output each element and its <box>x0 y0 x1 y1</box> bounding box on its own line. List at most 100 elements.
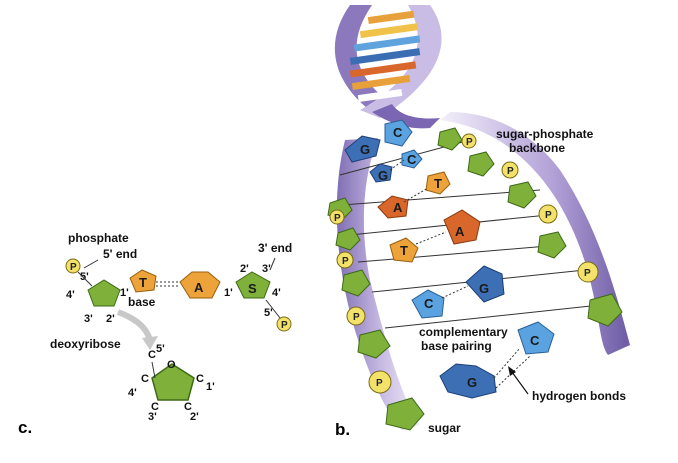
svg-text:P: P <box>353 312 360 323</box>
hydrogen-bonds-pointer <box>508 366 529 395</box>
svg-text:C: C <box>393 125 403 140</box>
phosphate-circle: P <box>336 251 354 269</box>
svg-text:3': 3' <box>148 411 157 423</box>
nucleotide-panel: phosphate 5' end P 5' 4' 1' 3' 2' T base… <box>18 231 292 437</box>
svg-text:2': 2' <box>106 313 115 325</box>
svg-text:4': 4' <box>66 289 75 301</box>
phosphate-circle: P <box>346 306 366 326</box>
svg-text:3': 3' <box>84 313 93 325</box>
label-complementary: complementary <box>419 325 508 339</box>
svg-text:C: C <box>196 373 204 385</box>
right-backbone-ribbon <box>440 112 630 355</box>
svg-text:P: P <box>507 166 514 177</box>
phosphate-circle: P <box>501 161 519 179</box>
base-pair-rungs: G C G C A T T <box>344 119 555 399</box>
svg-text:1': 1' <box>224 287 233 299</box>
phosphate-circle: P <box>65 258 81 274</box>
base-pair-3: T A <box>389 209 481 263</box>
svg-text:4': 4' <box>128 387 137 399</box>
base-pair-4: C G <box>411 265 505 319</box>
label-phosphate: phosphate <box>68 231 129 245</box>
svg-text:P: P <box>584 268 591 279</box>
svg-text:G: G <box>467 375 477 390</box>
sugar-pentagon <box>335 227 361 251</box>
base-pair-0: G C <box>344 119 413 163</box>
label-hydrogen-bonds: hydrogen bonds <box>532 389 626 403</box>
sugar-pentagon <box>341 269 371 297</box>
svg-text:T: T <box>400 243 408 258</box>
svg-text:P: P <box>70 262 77 273</box>
panel-label-b: b. <box>335 420 350 439</box>
svg-text:P: P <box>466 137 473 148</box>
base-pair-2: A T <box>377 171 451 219</box>
svg-text:A: A <box>393 200 403 215</box>
helix-top-twist <box>334 5 442 129</box>
sugar-pentagon <box>587 293 623 327</box>
svg-text:G: G <box>479 281 489 296</box>
label-3-end: 3' end <box>258 241 292 255</box>
svg-text:5': 5' <box>156 343 165 355</box>
svg-text:A: A <box>455 224 465 239</box>
svg-text:O: O <box>167 359 176 371</box>
sugar-pentagon <box>437 127 463 151</box>
svg-text:1': 1' <box>206 381 215 393</box>
panel-label-c: c. <box>18 418 32 437</box>
svg-text:P: P <box>281 320 288 331</box>
sugar-pentagon <box>385 397 425 431</box>
svg-text:2': 2' <box>240 263 249 275</box>
svg-text:3': 3' <box>262 263 271 275</box>
svg-text:P: P <box>342 256 349 267</box>
left-sugars <box>327 197 425 431</box>
svg-text:A: A <box>194 280 204 295</box>
label-base: base <box>128 295 156 309</box>
thymine-base <box>129 269 157 293</box>
sugar-pentagon <box>507 181 537 209</box>
sugar-pentagon <box>537 231 567 259</box>
svg-text:2': 2' <box>190 411 199 423</box>
phosphate-circle: P <box>538 204 558 224</box>
svg-text:T: T <box>139 275 147 290</box>
helix-top-rungs <box>349 10 421 103</box>
double-helix-panel: P P P P P P P P G C G C <box>327 5 630 439</box>
sugar-pentagon <box>467 151 495 177</box>
label-sugar: sugar <box>428 421 461 435</box>
label-backbone: backbone <box>509 141 565 155</box>
phosphate-circle: P <box>368 370 392 394</box>
sugar-pentagon <box>235 271 271 299</box>
svg-text:C: C <box>184 401 192 413</box>
svg-text:1': 1' <box>120 287 129 299</box>
label-base-pairing: base pairing <box>421 339 492 353</box>
phosphate-circle: P <box>276 316 292 332</box>
right-sugars <box>437 127 623 327</box>
svg-text:S: S <box>248 281 257 296</box>
svg-text:5': 5' <box>264 307 273 319</box>
svg-text:P: P <box>545 210 552 221</box>
phosphates: P P P P P P P P <box>329 133 599 394</box>
phosphate-circle: P <box>461 133 477 149</box>
svg-text:G: G <box>378 168 388 183</box>
phosphate-circle: P <box>329 209 345 225</box>
svg-text:G: G <box>360 142 370 157</box>
deoxyribose-ring: C 5' O C 4' C 1' C 3' C 2' <box>128 343 215 423</box>
sugar-pentagon <box>87 279 121 307</box>
adenine-base <box>179 271 221 299</box>
base-pair-1: G C <box>369 149 423 183</box>
label-sugar-phosphate: sugar-phosphate <box>496 127 594 141</box>
svg-text:C: C <box>424 296 434 311</box>
svg-text:C: C <box>148 349 156 361</box>
sugar-pentagon <box>357 329 391 359</box>
base-pair-5: G C <box>439 321 555 399</box>
svg-text:C: C <box>407 152 417 167</box>
left-backbone-ribbon <box>336 138 420 430</box>
svg-text:C: C <box>141 373 149 385</box>
svg-text:C: C <box>530 333 540 348</box>
svg-text:C: C <box>151 401 159 413</box>
svg-text:4': 4' <box>272 287 281 299</box>
svg-text:5': 5' <box>80 271 89 283</box>
svg-text:P: P <box>376 378 383 389</box>
svg-text:T: T <box>434 176 442 191</box>
phosphate-circle: P <box>577 261 599 283</box>
label-5-end: 5' end <box>103 247 137 261</box>
label-deoxyribose: deoxyribose <box>50 337 121 351</box>
